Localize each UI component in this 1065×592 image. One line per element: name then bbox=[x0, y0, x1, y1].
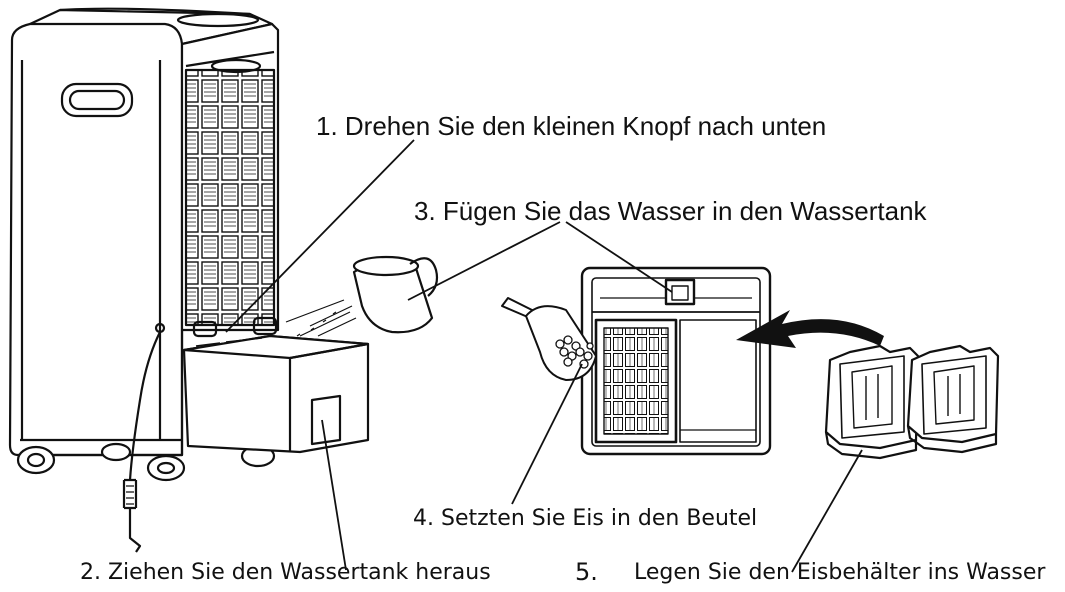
step-3-label: 3. Fügen Sie das Wasser in den Wassertan… bbox=[414, 196, 927, 226]
step-2-label: 2. Ziehen Sie den Wassertank heraus bbox=[80, 560, 491, 585]
ice-pack-icon bbox=[906, 344, 1000, 454]
leader-step-3a bbox=[407, 221, 561, 301]
ice-box-icon bbox=[580, 266, 772, 456]
leader-step-4 bbox=[511, 363, 583, 505]
leader-step-3b bbox=[565, 221, 673, 293]
step-1-label: 1. Drehen Sie den kleinen Knopf nach unt… bbox=[316, 111, 827, 141]
leader-step-1 bbox=[225, 139, 415, 333]
curved-arrow-icon bbox=[736, 310, 884, 348]
water-tank-icon bbox=[182, 334, 370, 454]
leader-step-5 bbox=[791, 449, 863, 573]
step-4-label: 4. Setzten Sie Eis in den Beutel bbox=[413, 506, 758, 531]
leader-lines bbox=[225, 139, 863, 573]
air-cooler-icon bbox=[8, 7, 280, 553]
step-5-label: Legen Sie den Eisbehälter ins Wasser bbox=[634, 560, 1046, 585]
leader-step-2 bbox=[321, 419, 347, 571]
step-5-number: 5. bbox=[575, 558, 598, 586]
ice-pack-icon bbox=[824, 344, 920, 460]
ice-scoop-icon bbox=[501, 297, 597, 381]
watering-jug-icon bbox=[285, 255, 439, 337]
